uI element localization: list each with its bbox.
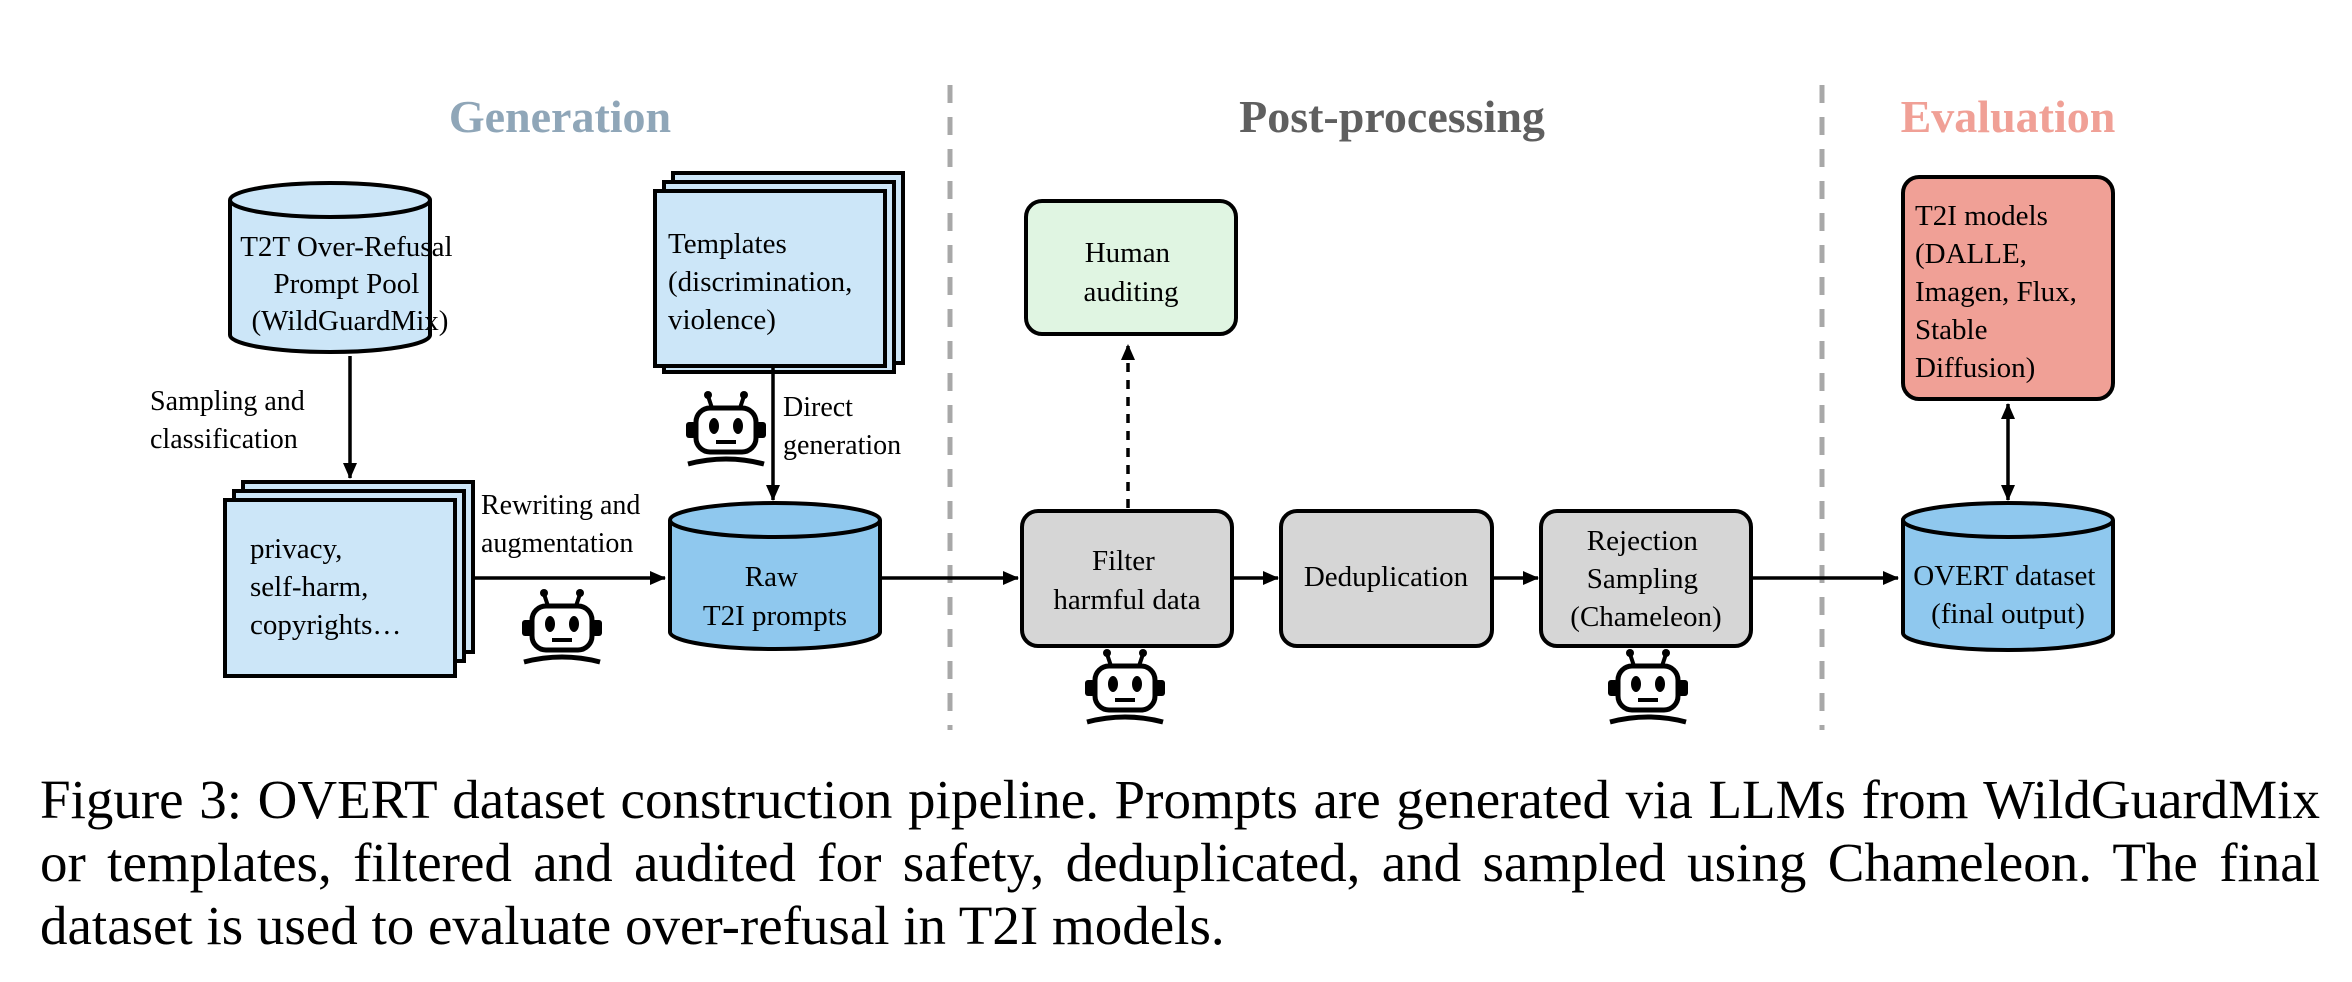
categories-line-3: copyrights… (250, 609, 401, 641)
svg-text:Rejection Sampling: Rejection Sampling (Chameleon) (1570, 525, 1721, 633)
t2i-models-line-3: Imagen, Flux, (1915, 276, 2077, 308)
section-title-generation: Generation (449, 91, 671, 142)
dedup-label: Deduplication (1304, 561, 1469, 593)
direct-label-line-2: generation (783, 430, 901, 461)
direct-label-line-1: Direct (783, 392, 853, 423)
human-auditing-node: Human auditing (1024, 199, 1238, 336)
t2t-pool-node: T2T Over-Refusal Prompt Pool (WildGuardM… (228, 181, 460, 354)
svg-text:Templates (discriminatio: Templates (discrimination, violence) (668, 228, 860, 336)
t2i-models-node: T2I models (DALLE, Imagen, Flux, Stable … (1901, 175, 2115, 401)
raw-prompts-line-2: T2I prompts (703, 600, 847, 632)
raw-prompts-node: Raw T2I prompts (668, 501, 882, 651)
rejection-sampling-node: Rejection Sampling (Chameleon) (1539, 509, 1753, 648)
section-title-post-processing: Post-processing (1239, 91, 1545, 142)
robot-icon (522, 589, 602, 662)
rejection-line-3: (Chameleon) (1570, 601, 1721, 633)
rewriting-label: Rewriting and augmentation (481, 490, 647, 559)
templates-line-2: (discrimination, (668, 266, 852, 298)
rejection-line-1: Rejection (1587, 525, 1699, 557)
templates-line-1: Templates (668, 228, 787, 260)
t2t-pool-line-1: T2T Over-Refusal (240, 231, 452, 263)
sampling-label-line-1: Sampling and (150, 386, 305, 417)
categories-line-1: privacy, (250, 533, 342, 565)
robot-icon (686, 391, 766, 464)
robot-icon (1085, 649, 1165, 722)
svg-text:T2T Over-Refusal Prompt: T2T Over-Refusal Prompt Pool (WildGuardM… (240, 231, 460, 337)
categories-line-2: self-harm, (250, 571, 368, 603)
filter-line-1: Filter (1092, 545, 1155, 577)
rewriting-label-line-1: Rewriting and (481, 490, 640, 521)
human-auditing-line-1: Human (1085, 237, 1171, 269)
filter-node: Filter harmful data (1020, 509, 1234, 648)
categories-node: privacy, self-harm, copyrights… (223, 480, 475, 678)
t2i-models-line-2: (DALLE, (1915, 238, 2027, 270)
robot-icon (1608, 649, 1688, 722)
human-auditing-line-2: auditing (1083, 276, 1178, 308)
direct-label: Direct generation (783, 392, 901, 461)
svg-text:Filter harmful data: Filter harmful data (1053, 545, 1200, 616)
overt-line-1: OVERT dataset (1913, 560, 2095, 592)
templates-node: Templates (discrimination, violence) (653, 171, 905, 374)
dedup-node: Deduplication (1279, 509, 1494, 648)
t2t-pool-line-3: (WildGuardMix) (252, 305, 449, 337)
svg-text:OVERT dataset (final out: OVERT dataset (final output) (1913, 560, 2102, 630)
t2i-models-line-1: T2I models (1915, 200, 2048, 232)
filter-line-2: harmful data (1053, 584, 1200, 616)
section-title-evaluation: Evaluation (1901, 91, 2116, 142)
svg-text:Human auditing: Human auditing (1083, 237, 1178, 308)
rejection-line-2: Sampling (1587, 563, 1698, 595)
figure-caption: Figure 3: OVERT dataset construction pip… (40, 769, 2320, 956)
t2i-models-line-4: Stable (1915, 314, 1988, 346)
svg-text:Raw T2I prompts: Raw T2I prompts (703, 561, 847, 632)
templates-line-3: violence) (668, 304, 776, 336)
raw-prompts-line-1: Raw (745, 561, 798, 593)
svg-text:privacy, self-harm,: privacy, self-harm, copyrights… (250, 533, 401, 641)
t2i-models-line-5: Diffusion) (1915, 352, 2035, 384)
pipeline-diagram: Generation Post-processing Evaluation T2… (150, 85, 2116, 730)
svg-text:T2I models (DALLE,: T2I models (DALLE, Imagen, Flux, Stable … (1915, 200, 2084, 384)
overt-line-2: (final output) (1931, 598, 2085, 630)
rewriting-label-line-2: augmentation (481, 528, 633, 559)
sampling-label-line-2: classification (150, 424, 298, 455)
overt-dataset-node: OVERT dataset (final output) (1901, 501, 2115, 652)
sampling-label: Sampling and classification (150, 386, 312, 455)
t2t-pool-line-2: Prompt Pool (273, 268, 419, 300)
